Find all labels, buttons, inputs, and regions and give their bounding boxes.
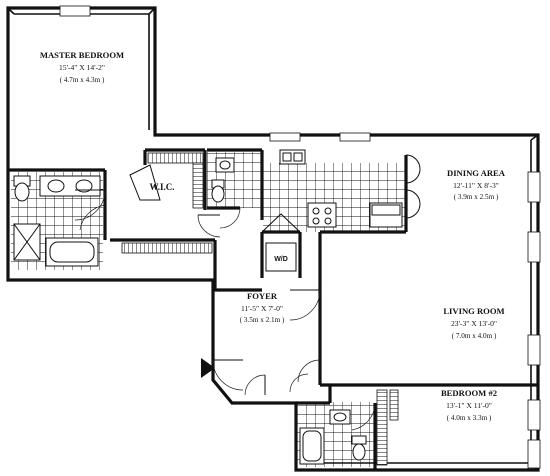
svg-text:( 7.0m x 4.0m ): ( 7.0m x 4.0m ) (452, 332, 497, 340)
svg-text:( 3.9m x 2.5m ): ( 3.9m x 2.5m ) (454, 193, 499, 201)
wd-closet: W/D (261, 213, 301, 272)
svg-text:( 4.7m x 4.3m ): ( 4.7m x 4.3m ) (60, 76, 105, 84)
svg-text:13'-1" X 11'-0": 13'-1" X 11'-0" (446, 401, 492, 410)
hall-closet (121, 242, 213, 254)
svg-text:FOYER: FOYER (247, 291, 278, 301)
kitchen-fixtures (279, 149, 403, 228)
svg-text:23'-3" X 13'-0": 23'-3" X 13'-0" (451, 319, 497, 328)
svg-text:15'-4" X 14'-2": 15'-4" X 14'-2" (59, 63, 105, 72)
svg-text:11'-5" X 7'-0": 11'-5" X 7'-0" (241, 304, 283, 313)
master-bedroom-label: MASTER BEDROOM 15'-4" X 14'-2" ( 4.7m x … (40, 50, 124, 84)
doors (74, 189, 321, 396)
bedroom2-closet (376, 389, 388, 466)
interior-walls (8, 148, 538, 470)
svg-text:12'-11" X 8'-3": 12'-11" X 8'-3" (453, 181, 499, 190)
wic-shelf-side (192, 162, 204, 209)
closets (121, 152, 399, 466)
bedroom2-closet-2 (389, 389, 399, 421)
svg-text:( 4.0m x 3.3m ): ( 4.0m x 3.3m ) (447, 414, 492, 422)
svg-text:BEDROOM #2: BEDROOM #2 (441, 388, 497, 398)
wd-label: W/D (274, 256, 288, 263)
powder-room-fixtures (211, 157, 235, 203)
dining-bay (405, 154, 421, 219)
living-room-label: LIVING ROOM 23'-3" X 13'-0" ( 7.0m x 4.0… (443, 306, 504, 340)
svg-text:LIVING ROOM: LIVING ROOM (443, 306, 504, 316)
wic-shelf-top (147, 152, 204, 164)
svg-text:MASTER BEDROOM: MASTER BEDROOM (40, 50, 124, 60)
bedroom-2-label: BEDROOM #2 13'-1" X 11'-0" ( 4.0m x 3.3m… (441, 388, 497, 422)
svg-text:DINING AREA: DINING AREA (447, 168, 506, 178)
master-bath-fixtures (13, 175, 106, 267)
foyer-label: FOYER 11'-5" X 7'-0" ( 3.5m x 2.1m ) (240, 291, 285, 324)
svg-text:( 3.5m x 2.1m ): ( 3.5m x 2.1m ) (240, 316, 285, 324)
entry-arrow-icon (201, 358, 215, 378)
dining-area-label: DINING AREA 12'-11" X 8'-3" ( 3.9m x 2.5… (447, 168, 506, 201)
windows (59, 5, 541, 469)
bedroom2-bath-fixtures (299, 404, 376, 465)
wic-label: W.I.C. (150, 182, 175, 192)
